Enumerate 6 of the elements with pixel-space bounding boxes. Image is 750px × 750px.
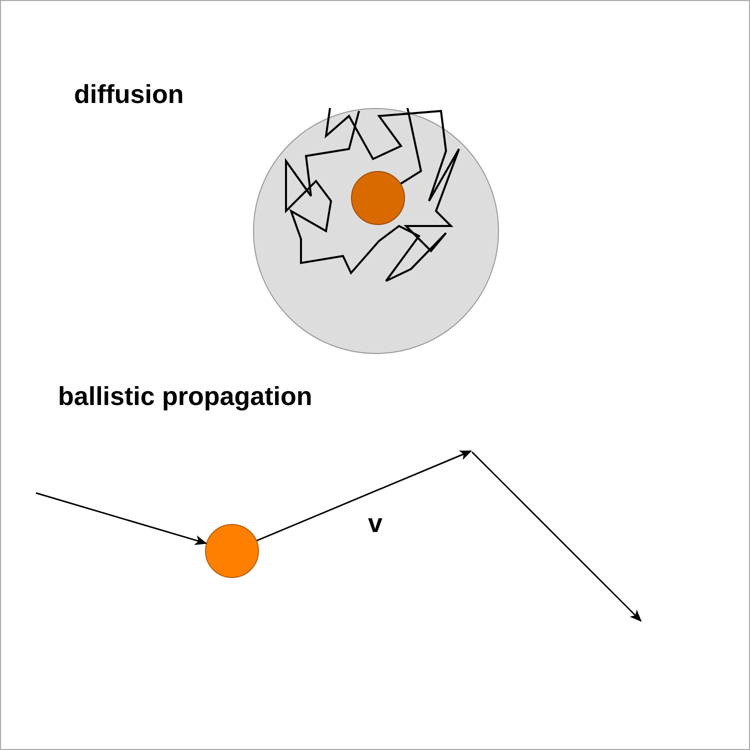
heading: ballistic propagation (58, 383, 312, 409)
heading: diffusion (74, 81, 184, 107)
particle-circle (205, 524, 259, 578)
arrow (256, 450, 472, 542)
particle-circle (351, 171, 405, 225)
arrow (36, 492, 208, 545)
